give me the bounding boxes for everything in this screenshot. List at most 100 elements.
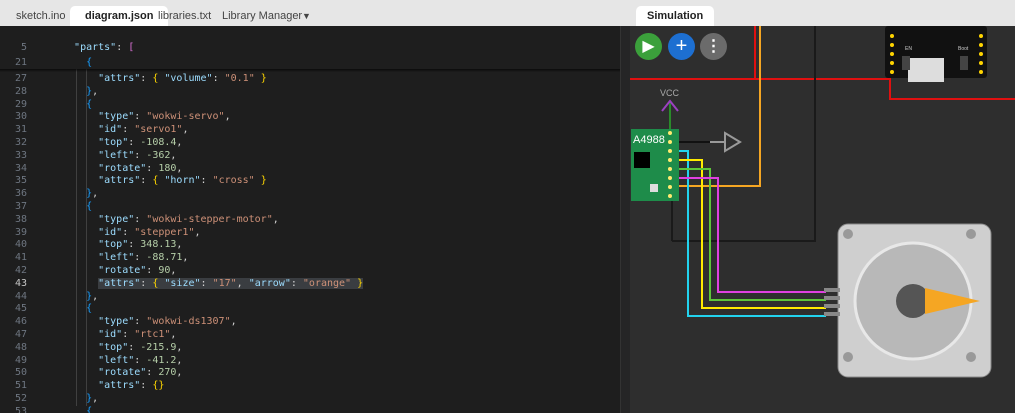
wire-yellow[interactable] bbox=[670, 159, 826, 309]
tab-sketch-ino[interactable]: sketch.ino bbox=[16, 10, 66, 22]
code-line[interactable]: 42 "rotate": 90, bbox=[0, 264, 620, 277]
line-number: 41 bbox=[14, 252, 27, 264]
line-number: 46 bbox=[14, 316, 27, 328]
code-line[interactable]: 45 { bbox=[0, 302, 620, 315]
code-line[interactable]: 32 "top": -108.4, bbox=[0, 136, 620, 149]
editor-tab-bar: sketch.ino diagram.json libraries.txt Li… bbox=[0, 0, 1015, 26]
code-line[interactable]: 47 "id": "rtc1", bbox=[0, 328, 620, 341]
stepper-arrow bbox=[925, 288, 980, 314]
code-text: "attrs": {} bbox=[98, 380, 165, 392]
add-part-button[interactable]: + bbox=[668, 33, 695, 60]
code-line[interactable]: 52 }, bbox=[0, 392, 620, 405]
vcc-label: VCC bbox=[660, 88, 680, 98]
plus-icon: + bbox=[675, 35, 688, 57]
code-text: "id": "stepper1", bbox=[98, 226, 201, 238]
editor-scrollbar[interactable] bbox=[620, 26, 630, 413]
code-line[interactable]: 34 "rotate": 180, bbox=[0, 162, 620, 175]
code-line[interactable]: 41 "left": -88.71, bbox=[0, 251, 620, 264]
line-number: 47 bbox=[14, 329, 27, 340]
line-number: 45 bbox=[14, 303, 27, 315]
wire-red-board[interactable] bbox=[630, 78, 1015, 100]
line-number: 53 bbox=[14, 405, 27, 413]
play-button[interactable]: ▶ bbox=[635, 33, 662, 60]
code-line[interactable]: 49 "left": -41.2, bbox=[0, 354, 620, 367]
line-number: 37 bbox=[14, 201, 27, 212]
code-line[interactable]: 5 "parts": [ bbox=[0, 41, 620, 54]
code-line[interactable]: 27 "attrs": { "volume": "0.1" } bbox=[0, 72, 620, 85]
caret-down-icon[interactable]: ▼ bbox=[302, 11, 311, 21]
line-number: 36 bbox=[14, 188, 27, 200]
code-line[interactable]: 50 "rotate": 270, bbox=[0, 366, 620, 379]
code-line[interactable]: 38 "type": "wokwi-stepper-motor", bbox=[0, 213, 620, 226]
code-text: "attrs": { "horn": "cross" } bbox=[98, 175, 267, 187]
wire-black[interactable] bbox=[672, 26, 816, 242]
code-text: { bbox=[86, 98, 93, 110]
line-number: 40 bbox=[14, 239, 27, 251]
line-number: 52 bbox=[14, 393, 27, 404]
line-number: 28 bbox=[14, 85, 27, 97]
code-line[interactable]: 39 "id": "stepper1", bbox=[0, 226, 620, 239]
svg-text:Boot: Boot bbox=[958, 46, 969, 52]
wire-orange[interactable] bbox=[670, 26, 761, 187]
code-text: { bbox=[86, 303, 93, 315]
code-line[interactable]: 44 }, bbox=[0, 290, 620, 303]
code-line[interactable]: 28 }, bbox=[0, 85, 620, 98]
code-line[interactable]: 40 "top": 348.13, bbox=[0, 238, 620, 251]
code-line[interactable]: 35 "attrs": { "horn": "cross" } bbox=[0, 174, 620, 187]
code-text: "id": "servo1", bbox=[98, 124, 189, 136]
line-number: 32 bbox=[14, 137, 27, 148]
code-text: }, bbox=[86, 85, 99, 97]
code-line[interactable]: 48 "top": -215.9, bbox=[0, 341, 620, 354]
ground-symbol bbox=[724, 131, 742, 153]
code-text: "left": -41.2, bbox=[98, 354, 183, 366]
more-vertical-icon: ⋮ bbox=[705, 38, 722, 55]
code-text: "rotate": 180, bbox=[98, 162, 183, 174]
code-text: "top": -108.4, bbox=[98, 137, 183, 148]
code-text: "left": -362, bbox=[98, 149, 177, 161]
line-number: 42 bbox=[14, 265, 27, 276]
svg-text:EN: EN bbox=[905, 46, 912, 52]
tab-libraries-txt[interactable]: libraries.txt bbox=[158, 10, 212, 22]
line-number: 50 bbox=[14, 367, 27, 379]
tab-diagram-json[interactable]: diagram.json bbox=[70, 6, 169, 26]
code-text: }, bbox=[86, 290, 99, 302]
code-line[interactable]: 29 { bbox=[0, 98, 620, 111]
code-text: "top": 348.13, bbox=[98, 239, 183, 251]
code-text: "left": -88.71, bbox=[98, 252, 189, 264]
code-text: { bbox=[86, 56, 93, 68]
code-line[interactable]: 43 "attrs": { "size": "17", "arrow": "or… bbox=[0, 277, 620, 290]
wire-green[interactable] bbox=[670, 168, 826, 301]
code-line[interactable]: 21 { bbox=[0, 55, 620, 69]
simulation-canvas[interactable]: ▶ + ⋮ VCC A4988 EN Boot bbox=[630, 26, 1015, 413]
code-text: "type": "wokwi-servo", bbox=[98, 111, 231, 123]
code-line[interactable]: 51 "attrs": {} bbox=[0, 379, 620, 392]
line-number: 51 bbox=[14, 380, 27, 392]
a4988-label: A4988 bbox=[633, 134, 665, 146]
code-line[interactable]: 31 "id": "servo1", bbox=[0, 123, 620, 136]
play-icon: ▶ bbox=[642, 38, 655, 55]
tab-library-manager[interactable]: Library Manager bbox=[222, 10, 303, 22]
vcc-arrow bbox=[661, 99, 679, 112]
usb-port bbox=[908, 58, 944, 82]
code-text: "type": "wokwi-ds1307", bbox=[98, 316, 237, 328]
line-number: 5 bbox=[20, 42, 27, 53]
code-line[interactable]: 33 "left": -362, bbox=[0, 149, 620, 162]
line-number: 30 bbox=[14, 111, 27, 123]
line-number: 38 bbox=[14, 213, 27, 225]
code-line[interactable]: 30 "type": "wokwi-servo", bbox=[0, 110, 620, 123]
code-editor[interactable]: 5 "parts": [21 {27 "attrs": { "volume": … bbox=[0, 26, 620, 413]
code-text: "rotate": 90, bbox=[98, 265, 177, 276]
code-line[interactable]: 36 }, bbox=[0, 187, 620, 200]
line-number: 33 bbox=[14, 149, 27, 161]
wire-magenta[interactable] bbox=[670, 177, 826, 293]
code-text: "parts": [ bbox=[74, 42, 135, 53]
indent-guide bbox=[76, 66, 77, 406]
code-line[interactable]: 53 { bbox=[0, 405, 620, 413]
code-text: "rotate": 270, bbox=[98, 367, 183, 379]
code-line[interactable]: 46 "type": "wokwi-ds1307", bbox=[0, 315, 620, 328]
line-number: 35 bbox=[14, 175, 27, 187]
tab-simulation[interactable]: Simulation bbox=[636, 6, 715, 26]
more-button[interactable]: ⋮ bbox=[700, 33, 727, 60]
code-line[interactable]: 37 { bbox=[0, 200, 620, 213]
code-text: "attrs": { "volume": "0.1" } bbox=[98, 73, 267, 84]
